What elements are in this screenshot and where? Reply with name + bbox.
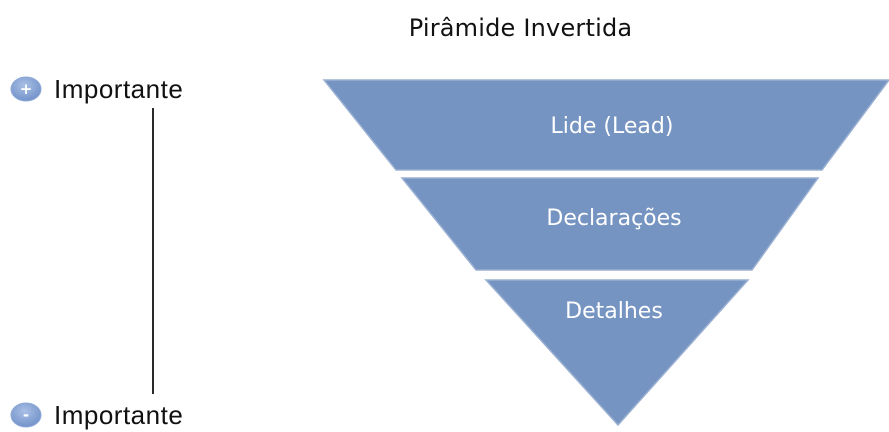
tier-declaracoes-label: Declarações	[546, 206, 681, 231]
plus-circle-icon: +	[10, 76, 42, 102]
importance-scale-line	[152, 108, 154, 394]
tier-detalhes-label: Detalhes	[565, 299, 663, 324]
scale-bottom-label: Importante	[54, 399, 184, 430]
tier-detalhes-shape	[484, 279, 750, 427]
tier-lead-shape	[322, 79, 889, 171]
scale-top: + Importante	[10, 72, 183, 106]
svg-text:-: -	[23, 406, 29, 424]
scale-top-label: Importante	[54, 73, 184, 104]
svg-text:+: +	[20, 80, 33, 98]
minus-circle-icon: -	[10, 402, 42, 428]
diagram-title: Pirâmide Invertida	[408, 14, 633, 42]
tier-lead-label: Lide (Lead)	[551, 114, 674, 139]
tier-declaracoes-shape	[400, 177, 820, 271]
scale-bottom: - Importante	[10, 398, 183, 432]
